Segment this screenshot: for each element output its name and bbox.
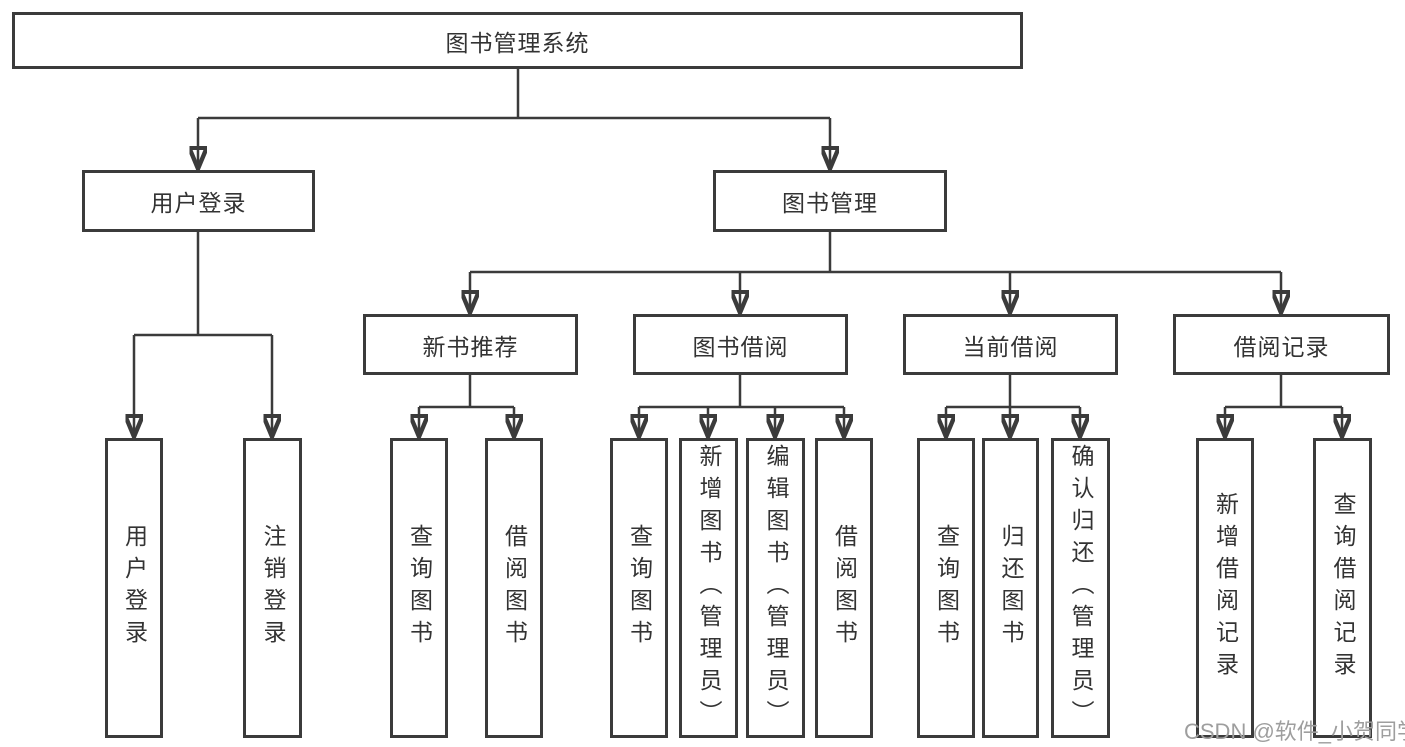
node-return-books: 归还图书 xyxy=(982,438,1039,738)
node-book-borrowing: 图书借阅 xyxy=(633,314,848,375)
node-new-book-recommend: 新书推荐 xyxy=(363,314,578,375)
node-label: 用户登录 xyxy=(121,524,148,652)
node-label: 借阅图书 xyxy=(501,524,528,652)
node-label: 编辑图书（管理员） xyxy=(763,444,789,732)
node-library-management-system: 图书管理系统 xyxy=(12,12,1023,69)
node-label: 新增图书（管理员） xyxy=(696,444,722,732)
node-query-books-1: 查询图书 xyxy=(390,438,448,738)
node-current-borrowing: 当前借阅 xyxy=(903,314,1118,375)
node-label: 查询图书 xyxy=(933,524,960,652)
node-label: 查询图书 xyxy=(626,524,653,652)
node-query-books-2: 查询图书 xyxy=(610,438,668,738)
node-label: 归还图书 xyxy=(998,524,1024,652)
node-borrow-books-1: 借阅图书 xyxy=(485,438,543,738)
node-label: 确认归还（管理员） xyxy=(1068,444,1094,732)
node-label: 注销登录 xyxy=(260,524,286,652)
node-query-borrow-record: 查询借阅记录 xyxy=(1313,438,1372,738)
node-confirm-return-admin: 确认归还（管理员） xyxy=(1051,438,1110,738)
node-label: 查询借阅记录 xyxy=(1330,492,1356,684)
node-query-books-3: 查询图书 xyxy=(917,438,975,738)
node-book-management: 图书管理 xyxy=(713,170,947,232)
node-borrowing-records: 借阅记录 xyxy=(1173,314,1390,375)
node-logout: 注销登录 xyxy=(243,438,302,738)
node-label: 新增借阅记录 xyxy=(1212,492,1239,684)
node-label: 借阅图书 xyxy=(831,524,858,652)
watermark: CSDN @软件_小贺同学 xyxy=(1184,719,1405,744)
node-add-borrow-record: 新增借阅记录 xyxy=(1196,438,1254,738)
node-borrow-books-2: 借阅图书 xyxy=(815,438,873,738)
node-label: 查询图书 xyxy=(406,524,433,652)
node-user-login: 用户登录 xyxy=(82,170,315,232)
node-edit-books-admin: 编辑图书（管理员） xyxy=(746,438,805,738)
node-add-books-admin: 新增图书（管理员） xyxy=(679,438,738,738)
node-user-login-leaf: 用户登录 xyxy=(105,438,163,738)
